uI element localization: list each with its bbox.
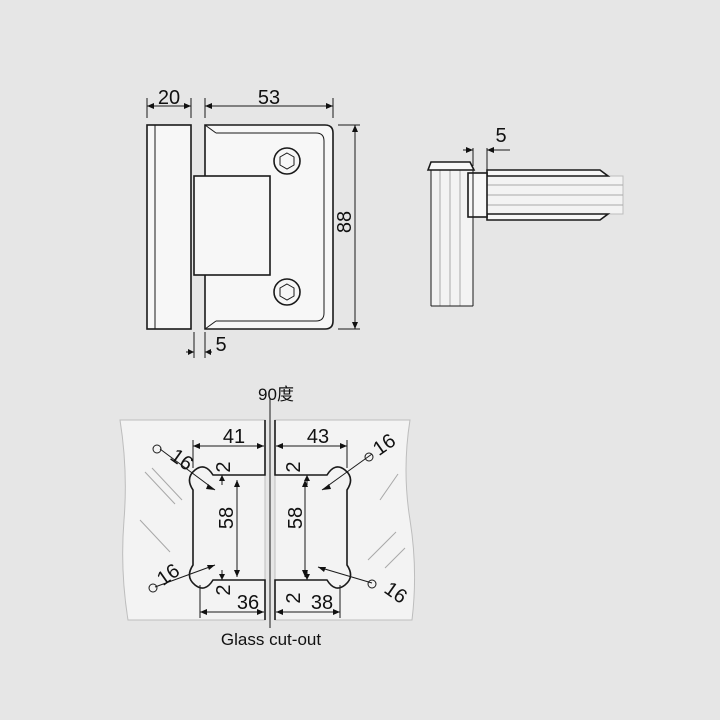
screw-top — [273, 147, 301, 175]
dim-bottom-left-width: 36 — [237, 592, 259, 614]
notch-top-right: 2 — [283, 461, 305, 472]
dim-bottom-right-width: 38 — [311, 592, 333, 614]
cutout-right — [274, 420, 352, 620]
hinge-knuckle — [193, 175, 271, 276]
wall-plate — [146, 124, 192, 330]
caption: Glass cut-out — [221, 630, 321, 649]
angle-label: 90度 — [258, 385, 294, 404]
radius-marker-tl — [152, 444, 162, 454]
dim-gap: 5 — [215, 334, 226, 356]
dim-height: 88 — [334, 211, 356, 233]
screw-bottom — [273, 278, 301, 306]
hinge-side-view: 5 — [426, 125, 624, 307]
notch-top-left: 2 — [213, 461, 235, 472]
glass-cutout-view: 90度 41 43 36 38 2 2 2 — [119, 385, 416, 649]
hinge-front-view: 20 53 88 5 — [146, 87, 360, 358]
dim-height-right: 58 — [285, 507, 307, 529]
radius-marker-bl — [148, 583, 158, 593]
radius-marker-tr — [364, 452, 374, 462]
dim-offset: 5 — [495, 125, 506, 147]
glass-panel-right — [274, 419, 416, 621]
cutout-left — [188, 420, 266, 620]
dim-top-right-width: 43 — [307, 426, 329, 448]
notch-bottom-left: 2 — [213, 584, 235, 595]
notch-bottom-right: 2 — [283, 592, 305, 603]
dim-width-left: 20 — [158, 87, 180, 109]
dim-width-right: 53 — [258, 87, 280, 109]
radius-marker-br — [367, 579, 377, 589]
dim-top-left-width: 41 — [223, 426, 245, 448]
dim-height-left: 58 — [216, 507, 238, 529]
